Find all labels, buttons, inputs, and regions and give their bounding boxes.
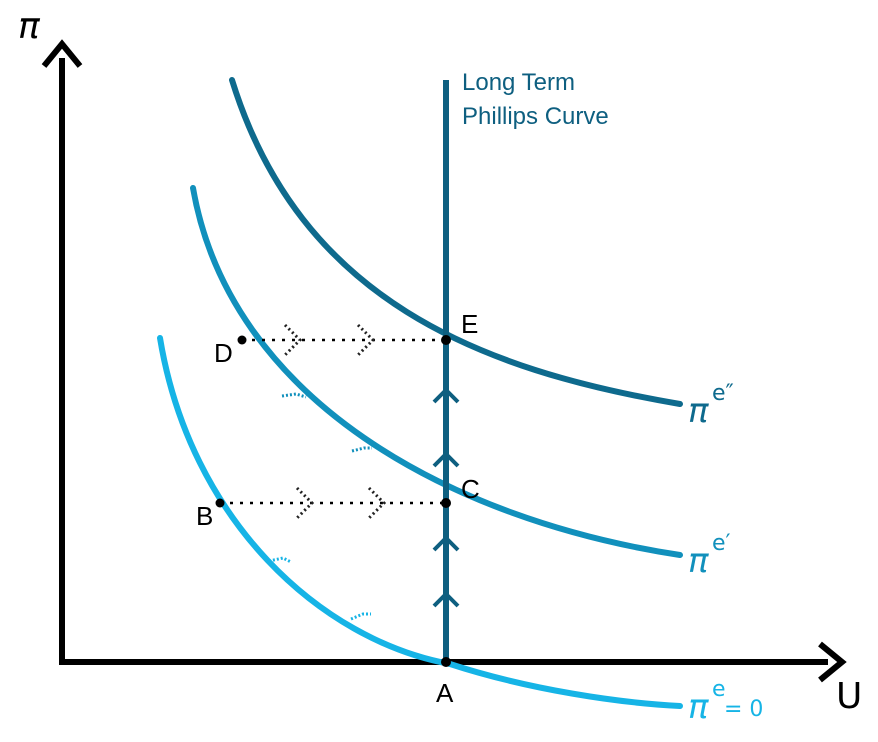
curve-pi-e-prime — [190, 185, 683, 558]
horizontal-chevrons — [283, 323, 387, 520]
y-axis-label: π — [18, 6, 41, 47]
point-c-label: C — [461, 474, 480, 504]
tick-mark — [268, 556, 292, 564]
vertical-chevrons — [432, 387, 460, 608]
x-axis-label: U — [836, 676, 862, 717]
curve-label-suffix: = 0 — [724, 697, 763, 722]
chevron-up-icon — [432, 451, 460, 468]
tick-mark — [350, 612, 371, 621]
point-d-marker — [237, 335, 247, 345]
point-b-marker — [215, 498, 225, 508]
chevron-right-icon — [295, 486, 315, 520]
points — [215, 335, 451, 667]
tick-mark — [351, 446, 372, 453]
chevron-up-icon — [432, 591, 460, 608]
curve-label-pi-e-zero: π e = 0 — [688, 677, 763, 727]
point-e-marker — [441, 335, 451, 345]
y-axis-arrowhead — [41, 39, 83, 68]
chevron-right-icon — [367, 486, 387, 520]
point-d-label: D — [214, 338, 233, 368]
curve-label-sup: e″ — [712, 381, 734, 406]
curve-ticks — [268, 392, 372, 621]
curve-pi-e-zero — [157, 335, 683, 709]
chevron-right-icon — [356, 323, 376, 357]
point-e-label: E — [461, 309, 478, 339]
curve-label-pi-e-double-prime: π e″ — [688, 381, 734, 431]
x-axis-arrowhead — [818, 641, 847, 683]
chevron-right-icon — [283, 323, 303, 357]
chevron-up-icon — [432, 535, 460, 552]
short-run-curves — [157, 77, 683, 709]
curve-label-base: π — [688, 391, 709, 431]
curve-label-base: π — [688, 687, 709, 727]
curve-pi-e-double-prime — [229, 77, 683, 407]
chevron-up-icon — [432, 387, 460, 404]
curve-label-sup: e′ — [712, 531, 731, 556]
point-c-marker — [441, 498, 451, 508]
point-a-label: A — [436, 678, 454, 708]
long-run-curve-label-line1: Long Term — [462, 69, 575, 96]
curve-label-sup: e — [712, 677, 726, 702]
point-a-marker — [441, 657, 451, 667]
dotted-connectors — [220, 338, 444, 505]
long-run-curve-label-line2: Phillips Curve — [462, 103, 609, 130]
point-b-label: B — [196, 501, 213, 531]
curve-label-pi-e-prime: π e′ — [688, 531, 731, 581]
tick-mark — [281, 392, 307, 399]
curve-label-base: π — [688, 541, 709, 581]
